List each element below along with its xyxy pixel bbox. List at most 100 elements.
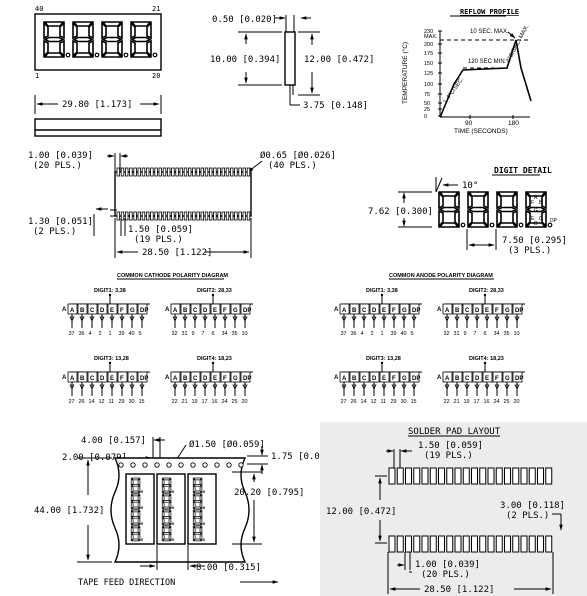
pin [234, 211, 238, 221]
pin [137, 167, 141, 177]
reflow-y-tick: 150 [424, 61, 433, 67]
segment-pin-number: 40 [401, 331, 407, 337]
segment-pin-number: 31 [182, 331, 188, 337]
pin [120, 167, 125, 177]
segment-letter: DP [140, 308, 148, 314]
segment-letter: F [392, 376, 396, 382]
pin-label-1: 1 [35, 72, 39, 80]
segment-pin-number: 25 [232, 399, 238, 405]
pin [213, 211, 217, 221]
polarity-digit-label: DIGIT2: 28,33 [197, 288, 232, 294]
solder-pad [479, 535, 487, 553]
segment-pin-number: 26 [351, 399, 357, 405]
pin-pitch-dim: 1.00 [0.039] [28, 151, 93, 161]
pin [192, 167, 196, 177]
pin [179, 167, 183, 177]
segment-pin-number: 24 [494, 399, 500, 405]
segment-letter-a-prefix: A [62, 307, 67, 313]
pin [166, 211, 171, 221]
digit-pitch-dim: 7.50 [0.295] [502, 236, 567, 246]
pin [204, 211, 209, 221]
reflow-title: REFLOW PROFILE [460, 8, 519, 16]
pin [183, 211, 188, 221]
segment-pin-number: 5 [411, 331, 414, 337]
pin [133, 167, 137, 177]
pin [116, 211, 120, 221]
common-pin-node [211, 361, 215, 365]
segment-letter: C [362, 308, 367, 314]
segment-letter: F [120, 376, 124, 382]
reflow-profile: REFLOW PROFILE TEMPERATURE (°C) 230MAX.2… [401, 8, 532, 135]
reflow-slope-up: 1-4°C/SEC. [443, 76, 466, 105]
reflow-y-tick: 100 [424, 82, 433, 88]
reflow-note-120sec: 120 SEC MIN. [468, 59, 507, 65]
pin [145, 211, 150, 221]
solder-pad [438, 535, 445, 553]
digit-detail: DIGIT DETAIL A B C D E F G DP 10° 7.62 [… [368, 166, 567, 256]
segment-letter: A [173, 308, 178, 314]
seg-a: A [534, 195, 538, 201]
segment-pin-number: 27 [341, 399, 347, 405]
pin [145, 167, 150, 177]
solder-pad-row-top [388, 467, 553, 485]
solder-panel [320, 422, 587, 596]
pin [171, 167, 175, 177]
segment-letter: A [70, 376, 75, 382]
segment-pin-number: 29 [391, 399, 397, 405]
segment-pin-number: 14 [89, 399, 95, 405]
tape-direction: TAPE FEED DIRECTION [78, 578, 175, 588]
reflow-slope-down: 4°C/SEC. MAX. [505, 24, 530, 64]
segment-pin-number: 36 [351, 331, 357, 337]
segment-letter-a-prefix: A [437, 375, 442, 381]
segment-pin-number: 7 [474, 331, 477, 337]
reflow-y-tick: 175 [424, 51, 433, 57]
lead-dim: 3.75 [0.148] [303, 101, 368, 111]
solder-pad-count: (20 PLS.) [421, 570, 470, 580]
segment-letter: G [233, 308, 238, 314]
reflow-y-tick: 25 [424, 107, 430, 113]
pin [154, 167, 158, 177]
tape-pockets [125, 473, 217, 545]
reflow-y-tick: 200 [424, 42, 433, 48]
pin [179, 211, 183, 221]
solder-pad [388, 535, 396, 553]
segment-letter: F [120, 308, 124, 314]
pin [242, 167, 246, 177]
solder-title: SOLDER PAD LAYOUT [408, 427, 501, 437]
solder-edge-count: (2 PLS.) [506, 511, 549, 521]
hole-dim: Ø0.65 [Ø0.026] [260, 150, 336, 161]
reflow-y-tick: 0 [424, 114, 427, 120]
segment-pin-number: 39 [119, 331, 125, 337]
pin [225, 167, 230, 177]
pin [192, 211, 196, 221]
hole-count: (40 PLS.) [268, 161, 317, 171]
segment-pin-number: 25 [504, 399, 510, 405]
pin [242, 211, 246, 221]
solder-pad-row-bottom [388, 535, 553, 553]
pin [196, 211, 200, 221]
segment-pin-number: 32 [172, 331, 178, 337]
solder-pad [471, 535, 478, 553]
pin-layout-view: 1.00 [0.039] (20 PLS.) Ø0.65 [Ø0.026] (4… [28, 150, 336, 258]
pin [213, 167, 217, 177]
segment-pin-number: 29 [119, 399, 125, 405]
polarity-blocks: DIGIT1: 3,38A37B36C4D2E1F39G40DP5ADIGIT2… [62, 288, 525, 405]
pin [234, 167, 238, 177]
segment-pin-number: 30 [401, 399, 407, 405]
segment-letter: C [193, 308, 198, 314]
segment-pin-number: 26 [79, 399, 85, 405]
segment-pin-number: 39 [391, 331, 397, 337]
segment-letter: B [352, 308, 357, 314]
solder-pad [504, 467, 511, 485]
solder-pad [388, 467, 396, 485]
solder-pad [545, 467, 553, 485]
segment-letter: E [213, 308, 217, 314]
segment-letter: DP [515, 376, 523, 382]
segment-letter: G [130, 376, 135, 382]
pin-row-bottom [116, 211, 251, 221]
